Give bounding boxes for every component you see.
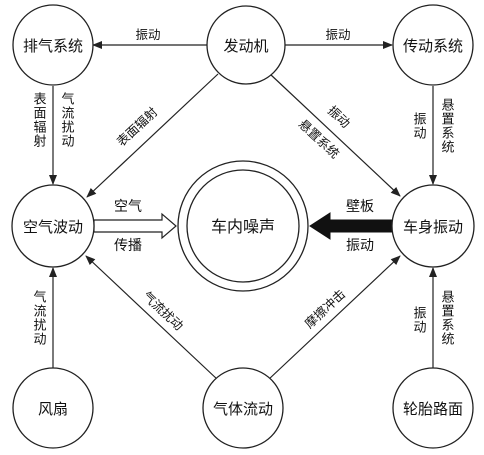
edge-engine-to-body bbox=[269, 73, 401, 197]
node-exhaust: 排气系统 bbox=[12, 4, 94, 86]
edge-engine-to-air bbox=[86, 73, 219, 198]
edge-air-to-cabin bbox=[93, 212, 177, 240]
svg-text:轮胎路面: 轮胎路面 bbox=[403, 400, 463, 418]
svg-text:车内噪声: 车内噪声 bbox=[211, 217, 275, 236]
svg-text:气体流动: 气体流动 bbox=[213, 400, 273, 418]
node-tire-road: 轮胎路面 bbox=[392, 367, 474, 449]
label-air-to-cabin-2: 传播 bbox=[114, 238, 142, 254]
node-engine: 发动机 bbox=[206, 5, 286, 85]
label-body-to-cabin-2: 振动 bbox=[346, 238, 374, 254]
node-gas-flow: 气体流动 bbox=[202, 367, 284, 449]
label-fan-to-air: 气流扰动 bbox=[31, 289, 47, 346]
node-transmission: 传动系统 bbox=[392, 4, 474, 86]
label-engine-to-exhaust: 振动 bbox=[135, 27, 160, 42]
label-exhaust-to-air-1: 表面辐射 bbox=[31, 92, 47, 148]
node-air-wave: 空气波动 bbox=[11, 184, 95, 268]
label-transmission-to-body-1: 振动 bbox=[411, 112, 427, 140]
edge-gasflow-to-air bbox=[85, 255, 219, 381]
svg-text:发动机: 发动机 bbox=[223, 37, 268, 55]
label-body-to-cabin-1: 壁板 bbox=[346, 199, 374, 215]
label-engine-to-air: 表面辐射 bbox=[114, 104, 161, 149]
label-transmission-to-body-2: 悬置系统 bbox=[439, 98, 455, 154]
label-gasflow-to-air: 气流扰动 bbox=[140, 288, 187, 333]
svg-text:风扇: 风扇 bbox=[38, 400, 68, 418]
node-body-vibration: 车身振动 bbox=[391, 184, 475, 268]
label-tire-to-body-1: 振动 bbox=[411, 306, 427, 334]
label-engine-to-body-1: 振动 bbox=[325, 103, 354, 131]
svg-text:排气系统: 排气系统 bbox=[23, 37, 83, 55]
label-gasflow-to-body: 摩擦冲击 bbox=[302, 286, 349, 331]
label-tire-to-body-2: 悬置系统 bbox=[439, 290, 455, 346]
edge-gasflow-to-body bbox=[267, 255, 401, 381]
node-fan: 风扇 bbox=[12, 367, 94, 449]
label-exhaust-to-air-2: 气流扰动 bbox=[59, 91, 75, 148]
edge-body-to-cabin bbox=[309, 212, 394, 240]
svg-text:车身振动: 车身振动 bbox=[403, 218, 463, 236]
node-cabin-noise: 车内噪声 bbox=[177, 160, 309, 292]
svg-text:传动系统: 传动系统 bbox=[403, 37, 463, 55]
label-air-to-cabin-1: 空气 bbox=[114, 199, 142, 215]
label-engine-to-transmission: 振动 bbox=[325, 27, 350, 42]
svg-text:空气波动: 空气波动 bbox=[23, 218, 83, 236]
